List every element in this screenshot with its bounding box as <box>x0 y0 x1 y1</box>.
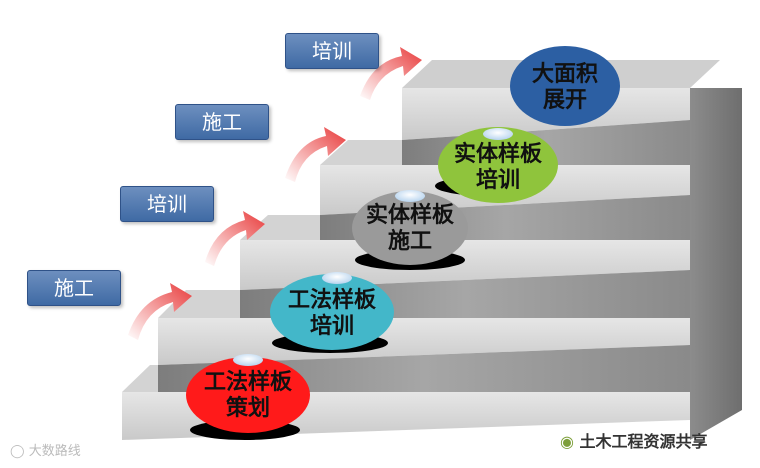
oval-3 <box>352 191 468 265</box>
watermark: ◯ 大数路线 <box>10 444 81 459</box>
step-1-label: 工法样板策划 <box>203 370 292 421</box>
oval-5 <box>510 46 620 126</box>
tag-4: 培训 <box>285 33 379 69</box>
oval-2 <box>270 274 394 350</box>
watermark-logo-icon: ◯ <box>10 444 25 459</box>
arrow-3 <box>285 127 346 182</box>
step-2-label: 工法样板培训 <box>287 288 376 339</box>
arrow-4 <box>360 47 422 100</box>
oval-1 <box>186 357 310 433</box>
arrows <box>128 47 422 340</box>
tag-2: 培训 <box>120 186 214 222</box>
step-3-label: 实体样板施工 <box>365 203 454 254</box>
stair-side-wall <box>690 88 742 440</box>
tag-3: 施工 <box>175 104 269 140</box>
footer-label: ◉ 土木工程资源共享 <box>560 432 708 451</box>
arrow-2 <box>205 211 265 266</box>
oval-4 <box>438 127 558 203</box>
shine-1 <box>233 354 263 366</box>
step-5-label: 大面积展开 <box>531 62 598 113</box>
shine-3 <box>395 190 425 202</box>
shine-4 <box>483 128 513 140</box>
step-4-label: 实体样板培训 <box>453 142 542 193</box>
tag-1: 施工 <box>27 270 121 306</box>
arrow-1 <box>128 283 192 340</box>
shine-2 <box>322 272 352 284</box>
wechat-icon: ◉ <box>560 432 574 451</box>
